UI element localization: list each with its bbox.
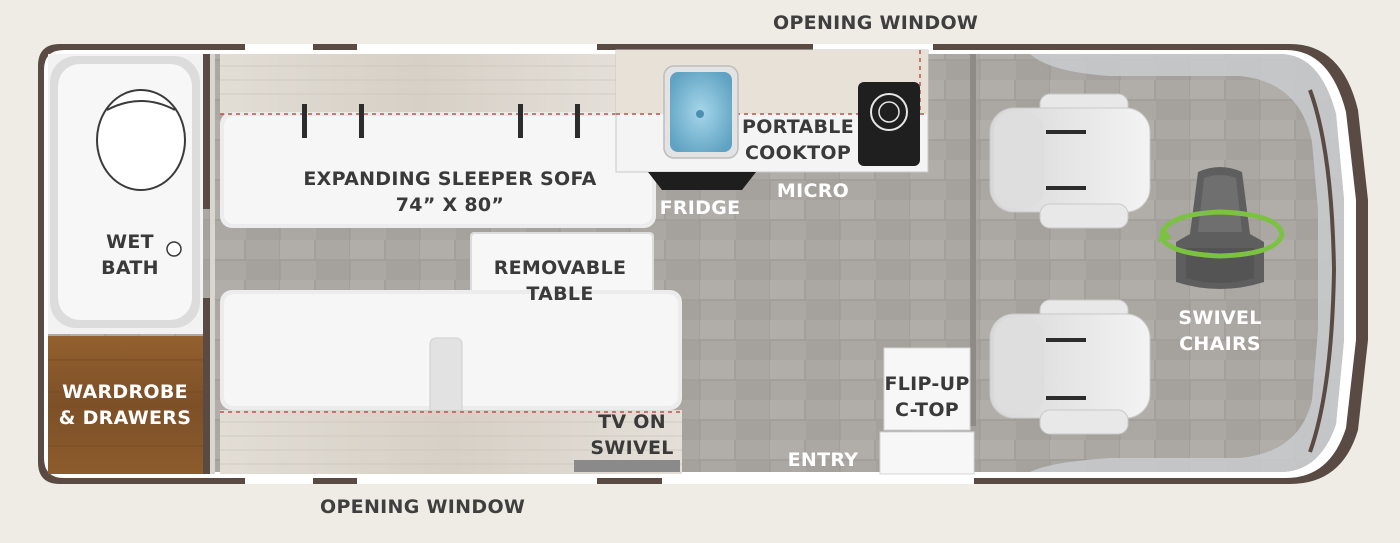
label-wet-bath-line2: BATH xyxy=(101,257,159,279)
seatbelts-upper xyxy=(302,104,580,138)
interior-walls xyxy=(203,54,976,474)
label-opening-window-top: OPENING WINDOW xyxy=(773,12,979,34)
label-flip-up-c-top: FLIP-UP C-TOP xyxy=(880,371,974,423)
label-portable-cooktop-line2: COOKTOP xyxy=(744,142,852,164)
label-wet-bath-line1: WET xyxy=(106,231,154,253)
tv-mount xyxy=(574,460,680,472)
windows xyxy=(245,44,974,484)
seat-icon xyxy=(989,93,1151,229)
fridge-unit xyxy=(648,172,756,190)
label-wardrobe: WARDROBE & DRAWERS xyxy=(50,379,200,431)
wet-bath xyxy=(48,54,203,334)
sink-icon xyxy=(663,65,739,159)
label-swivel-chairs-line1: SWIVEL xyxy=(1178,307,1262,329)
swivel-arrow-icon xyxy=(1158,209,1285,259)
label-flip-up-c-top-line2: C-TOP xyxy=(894,399,959,421)
cooktop-burner-icon xyxy=(858,82,920,166)
driver-seat xyxy=(1158,167,1285,289)
label-sleeper-sofa-line1: EXPANDING SLEEPER SOFA xyxy=(303,168,597,190)
label-micro: MICRO xyxy=(776,180,850,202)
label-wardrobe-line2: & DRAWERS xyxy=(58,407,192,429)
toilet-icon xyxy=(96,89,186,191)
label-removable-table: REMOVABLE TABLE xyxy=(478,255,642,307)
label-sleeper-sofa: EXPANDING SLEEPER SOFA 74” X 80” xyxy=(290,166,610,218)
drain-icon xyxy=(166,241,182,257)
passenger-seats xyxy=(989,93,1151,435)
label-fridge: FRIDGE xyxy=(659,197,741,219)
lower-sofa xyxy=(220,290,682,474)
label-tv-on-swivel-line1: TV ON xyxy=(598,411,666,433)
label-portable-cooktop-line1: PORTABLE xyxy=(741,116,854,138)
flip-up-c-top xyxy=(879,347,975,475)
label-tv-on-swivel-line2: SWIVEL xyxy=(590,437,674,459)
wardrobe xyxy=(48,336,203,474)
label-sleeper-sofa-line2: 74” X 80” xyxy=(395,194,505,216)
label-tv-on-swivel: TV ON SWIVEL xyxy=(582,409,682,461)
label-opening-window-bottom: OPENING WINDOW xyxy=(320,496,526,518)
label-portable-cooktop: PORTABLE COOKTOP xyxy=(738,114,858,166)
label-wet-bath: WET BATH xyxy=(84,229,176,281)
cab-area xyxy=(1030,54,1344,472)
expanding-sleeper-sofa xyxy=(220,54,656,228)
label-removable-table-line2: TABLE xyxy=(526,283,594,305)
seat-icon xyxy=(989,299,1151,435)
kitchen-counter xyxy=(615,49,929,190)
label-swivel-chairs: SWIVEL CHAIRS xyxy=(1170,305,1270,357)
label-swivel-chairs-line2: CHAIRS xyxy=(1179,333,1261,355)
label-flip-up-c-top-line1: FLIP-UP xyxy=(884,373,970,395)
label-wardrobe-line1: WARDROBE xyxy=(62,381,188,403)
label-removable-table-line1: REMOVABLE xyxy=(493,257,627,279)
label-entry: ENTRY xyxy=(787,449,859,471)
